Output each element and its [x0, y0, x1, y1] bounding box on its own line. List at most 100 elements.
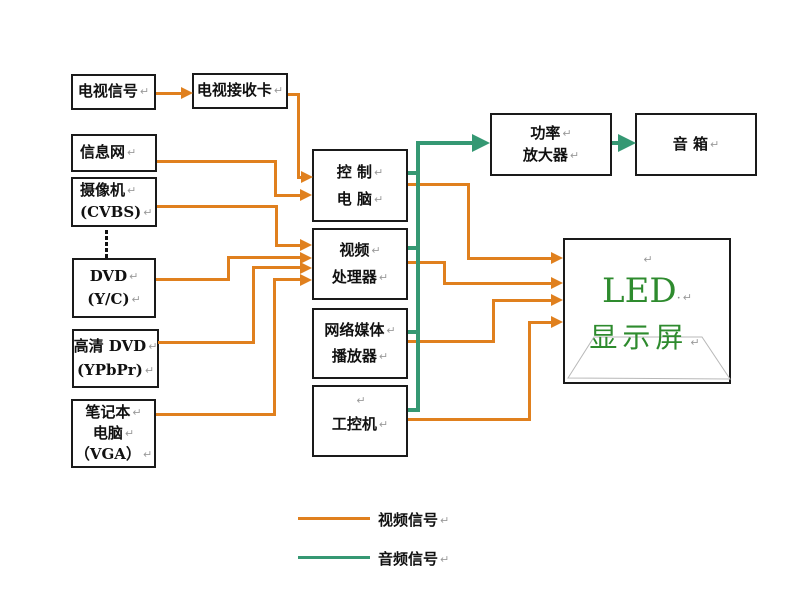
box-label: 摄像机 — [80, 181, 126, 200]
video-arrowhead — [551, 294, 563, 306]
paragraph-mark: ↵ — [682, 291, 693, 305]
video-arrowhead — [300, 274, 312, 286]
box-label: 电脑 — [92, 424, 123, 442]
video-arrowhead — [301, 171, 313, 183]
box-label: (CVBS) — [80, 203, 142, 221]
paragraph-mark: ↵ — [356, 394, 366, 407]
video-line-segment — [467, 183, 470, 260]
box-label: 电视接收卡 — [196, 81, 272, 100]
box-label: 工控机 — [331, 415, 377, 433]
paragraph-mark: ↵ — [386, 324, 396, 337]
video-line-segment — [408, 261, 446, 264]
legend-video-line — [298, 517, 370, 520]
video-line-segment — [408, 183, 470, 186]
video-line-segment — [297, 93, 300, 179]
paragraph-mark: ↵ — [143, 206, 153, 219]
box-camera-cvbs: 摄像机↵ (CVBS)↵ — [71, 177, 157, 227]
video-line-segment — [227, 256, 302, 259]
paragraph-mark: ↵ — [127, 146, 137, 160]
audio-arrowhead — [618, 134, 636, 152]
box-network-media-player: 网络媒体↵ 播放器↵ — [312, 308, 408, 379]
video-line-segment — [528, 321, 552, 324]
paragraph-mark: ↵ — [371, 244, 381, 257]
space-mark: · — [676, 291, 681, 307]
box-label: 播放器 — [331, 346, 377, 365]
box-label: 电 脑 — [336, 189, 372, 208]
paragraph-mark: ↵ — [569, 148, 580, 162]
box-tv-receiver-card: 电视接收卡↵ — [192, 73, 288, 109]
paragraph-mark: ↵ — [378, 418, 389, 431]
video-line-segment — [467, 257, 552, 260]
legend-audio-line — [298, 556, 370, 559]
box-info-network: 信息网↵ — [71, 134, 157, 172]
paragraph-mark: ↵ — [440, 553, 450, 566]
video-line-segment — [275, 205, 278, 247]
video-line-segment — [157, 160, 277, 163]
paragraph-mark: ↵ — [131, 293, 141, 306]
paragraph-mark: ↵ — [643, 253, 653, 266]
video-arrowhead — [300, 252, 312, 264]
video-line-segment — [528, 321, 531, 421]
box-hd-dvd-ypbpr: 高清 DVD↵ (YPbPr)↵ — [72, 329, 159, 388]
paragraph-mark: ↵ — [562, 126, 572, 140]
video-line-segment — [297, 176, 303, 179]
legend-audio-label: 音频信号↵ — [378, 548, 449, 569]
paragraph-mark: ↵ — [129, 269, 139, 283]
paragraph-mark: ↵ — [374, 192, 384, 206]
video-line-segment — [227, 256, 230, 281]
paragraph-mark: ↵ — [710, 137, 720, 151]
audio-arrowhead — [472, 134, 490, 152]
video-line-segment — [252, 266, 255, 344]
box-label: 网络媒体 — [324, 321, 385, 339]
box-label: 信息网 — [80, 143, 126, 162]
audio-line-segment — [612, 141, 620, 145]
video-arrowhead — [181, 87, 193, 99]
video-arrowhead — [551, 316, 563, 328]
video-line-segment — [408, 340, 495, 343]
paragraph-mark: ↵ — [374, 165, 384, 179]
video-arrowhead — [551, 252, 563, 264]
legend-video-label: 视频信号↵ — [378, 509, 449, 530]
box-label: 控 制 — [336, 162, 372, 181]
box-dvd-yc: DVD↵ (Y/C)↵ — [72, 258, 156, 318]
box-label: 处理器 — [331, 268, 377, 286]
audio-line-segment — [408, 408, 416, 412]
paragraph-mark: ↵ — [440, 514, 450, 527]
video-arrowhead — [300, 262, 312, 274]
legend-text: 音频信号 — [378, 550, 439, 568]
video-line-segment — [157, 205, 278, 208]
box-tv-signal: 电视信号↵ — [71, 74, 156, 110]
audio-line-segment — [408, 246, 416, 250]
video-line-segment — [156, 92, 182, 95]
video-line-segment — [492, 299, 495, 343]
box-speaker: 音 箱↵ — [635, 113, 757, 176]
video-line-segment — [274, 194, 302, 197]
paragraph-mark: ↵ — [144, 363, 155, 377]
paragraph-mark: ↵ — [132, 406, 142, 419]
paragraph-mark: ↵ — [127, 184, 137, 198]
box-label: 放大器 — [522, 145, 568, 164]
video-line-segment — [275, 244, 302, 247]
box-label: 功率 — [530, 123, 561, 142]
ellipsis-dots — [105, 230, 108, 258]
legend-text: 视频信号 — [378, 511, 439, 529]
audio-line-segment — [416, 141, 472, 145]
box-label: 视频 — [339, 241, 370, 259]
box-label: (Y/C) — [87, 290, 130, 308]
box-led-display: ↵ LED·↵ 显示屏↵ — [563, 238, 731, 384]
video-arrowhead — [300, 239, 312, 251]
box-label: 显示屏 — [589, 320, 689, 354]
box-control-computer: 控 制↵ 电 脑↵ — [312, 149, 408, 222]
audio-line-segment — [408, 171, 416, 175]
video-line-segment — [273, 278, 302, 281]
paragraph-mark: ↵ — [139, 85, 150, 99]
video-line-segment — [443, 261, 446, 285]
paragraph-mark: ↵ — [378, 349, 389, 363]
video-arrowhead — [551, 277, 563, 289]
audio-line-segment — [416, 141, 420, 412]
box-label: LED — [601, 271, 677, 312]
box-label: （VGA） — [74, 445, 141, 463]
video-line-segment — [273, 278, 276, 416]
box-power-amplifier: 功率↵ 放大器↵ — [490, 113, 612, 176]
